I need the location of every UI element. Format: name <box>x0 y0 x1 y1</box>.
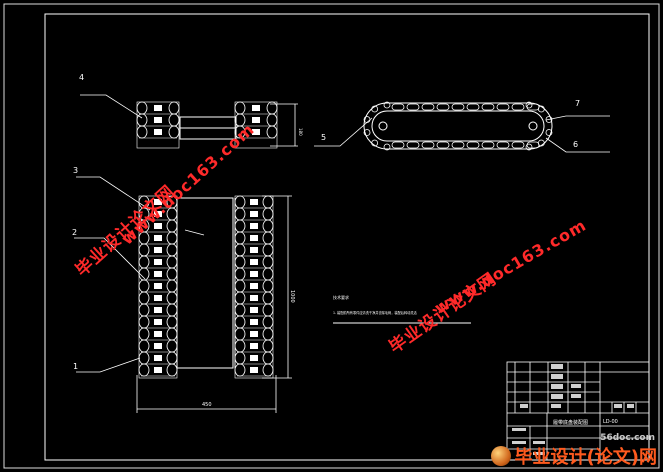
notes-line: 1. 装配前所有零件应清洗干净并去除毛刺，装配后转动灵活 <box>333 310 418 315</box>
title-block-drawing-title: 履带底盘装配图 <box>553 419 588 426</box>
callout-1: 1 <box>73 362 78 371</box>
site-logo: 56doc.com 毕业设计(论文)网 <box>490 433 657 468</box>
callout-5: 5 <box>321 133 326 142</box>
outer-frame <box>3 3 660 469</box>
chain-links <box>363 101 553 151</box>
track-segment-left <box>136 101 180 149</box>
main-view-dimension <box>136 195 292 413</box>
notes-title: 技术要求 <box>333 294 349 300</box>
main-track-right <box>234 195 274 379</box>
track-segment-right <box>234 101 278 149</box>
title-block-drawing-code: LD-00 <box>603 419 618 425</box>
globe-icon <box>490 446 511 466</box>
main-track-left <box>138 195 178 379</box>
dim-width-label: 450 <box>202 402 212 408</box>
callout-6: 6 <box>573 140 578 149</box>
callout-4: 4 <box>79 73 84 82</box>
site-logo-text: 毕业设计(论文)网 <box>514 447 657 468</box>
callout-3: 3 <box>73 166 78 175</box>
leader-lines <box>74 94 610 373</box>
main-view-frame <box>176 197 236 369</box>
dim-height-label: 1000 <box>289 290 295 303</box>
top-view-dimension <box>270 103 298 147</box>
site-logo-subtext: 56doc.com <box>600 433 655 443</box>
callout-2: 2 <box>72 228 77 237</box>
chain-loop <box>363 102 553 150</box>
callout-7: 7 <box>575 99 580 108</box>
inner-frame <box>44 13 650 461</box>
title-block-fill <box>512 364 634 455</box>
dim-side-label: 180 <box>298 128 303 136</box>
title-block <box>506 361 650 461</box>
